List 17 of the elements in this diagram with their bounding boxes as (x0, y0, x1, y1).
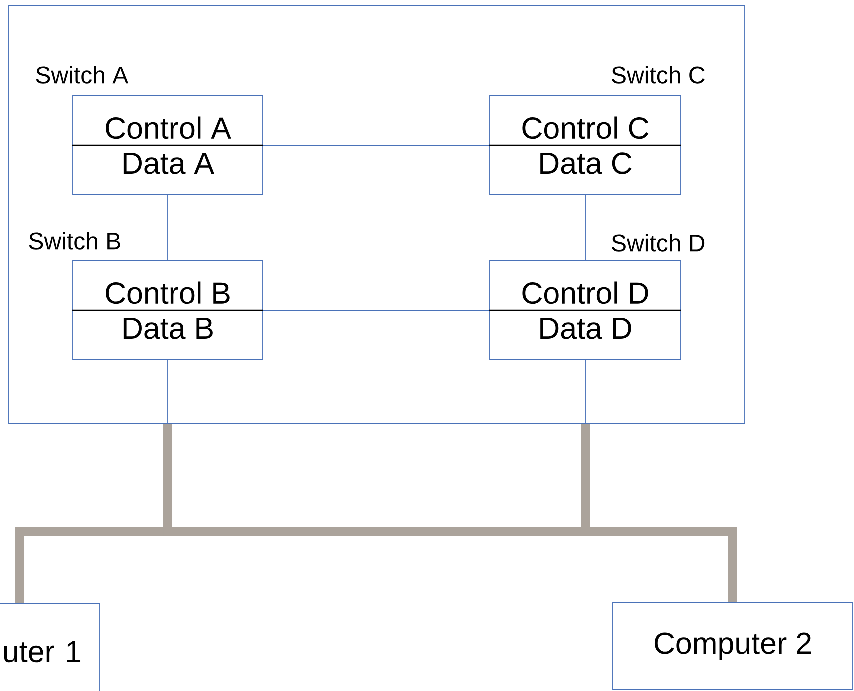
computer-box: Computer 2 (612, 602, 854, 690)
switch-box: Control C Data C (490, 96, 682, 196)
switch-box: Control B Data B (72, 260, 264, 360)
switch-label: Switch D (612, 234, 705, 252)
switch-label: Switch A (36, 66, 129, 84)
switch-label: Switch C (612, 66, 705, 84)
connector-line (164, 424, 738, 603)
connector-line (585, 360, 586, 425)
connector-line (263, 145, 490, 146)
computer-box: uter 1 (0, 604, 100, 691)
switch-box: Control D Data D (490, 260, 682, 360)
connector-line (585, 195, 586, 261)
connector-line (263, 310, 490, 311)
switch-box: Control A Data A (72, 96, 264, 196)
frame-box (8, 6, 746, 424)
switch-label: Switch B (29, 232, 120, 250)
connector-line (16, 424, 590, 604)
